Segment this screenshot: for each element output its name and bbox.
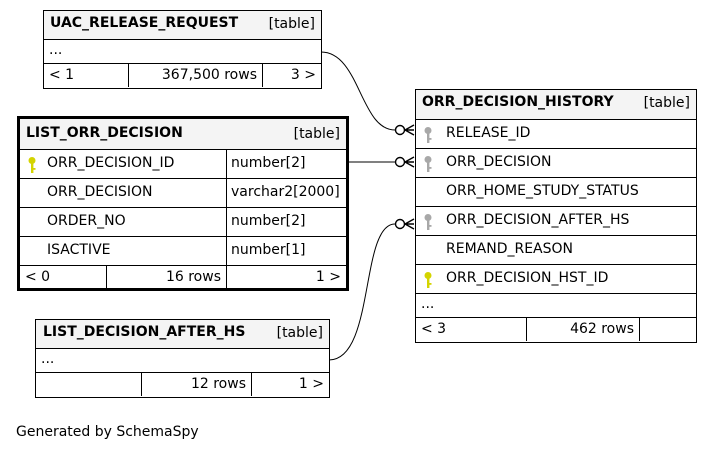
parents-count: < 1	[49, 67, 75, 83]
table-kind: [table]	[643, 95, 690, 111]
table-name: LIST_DECISION_AFTER_HS	[43, 324, 246, 340]
table-kind: [table]	[293, 126, 340, 142]
more-columns: ...	[44, 40, 321, 64]
column-row[interactable]: ISACTIVE number[1]	[20, 237, 346, 266]
table-kind: [table]	[276, 325, 323, 341]
table-kind: [table]	[268, 16, 315, 32]
column-row[interactable]: ORR_DECISION_HST_ID	[416, 265, 696, 294]
table-header: LIST_ORR_DECISION [table]	[20, 119, 346, 150]
column-name: ORR_DECISION	[47, 184, 153, 200]
table-footer: < 0 16 rows 1 >	[20, 266, 346, 288]
column-type: number[2]	[226, 150, 346, 178]
table-list-orr-decision[interactable]: LIST_ORR_DECISION [table] ORR_DECISION_I…	[17, 116, 349, 291]
more-columns: ...	[36, 349, 329, 373]
column-row[interactable]: RELEASE_ID	[416, 120, 696, 149]
column-row[interactable]: ORR_DECISION_ID number[2]	[20, 150, 346, 179]
column-name: ORDER_NO	[47, 213, 126, 229]
table-orr-decision-history[interactable]: ORR_DECISION_HISTORY [table] RELEASE_ID …	[415, 89, 697, 343]
children-count	[639, 318, 696, 341]
table-name: ORR_DECISION_HISTORY	[422, 94, 614, 110]
column-row[interactable]: ORR_DECISION_AFTER_HS	[416, 207, 696, 236]
parents-count: < 0	[25, 269, 51, 285]
parents-count	[36, 373, 141, 396]
row-count: 367,500 rows	[128, 64, 262, 87]
column-name: ORR_DECISION_HST_ID	[446, 270, 609, 286]
children-count: 1 >	[251, 373, 329, 396]
table-name: UAC_RELEASE_REQUEST	[50, 15, 239, 31]
column-name: ORR_HOME_STUDY_STATUS	[446, 183, 639, 199]
column-row[interactable]: REMAND_REASON	[416, 236, 696, 265]
table-uac-release-request[interactable]: UAC_RELEASE_REQUEST [table] ... < 1 367,…	[43, 10, 322, 89]
link-list-decision-after-hs	[328, 223, 396, 361]
foreign-key-icon	[424, 156, 432, 172]
crowfoot-orr-decision-after-hs	[394, 218, 415, 230]
column-type: number[1]	[226, 237, 346, 265]
table-header: ORR_DECISION_HISTORY [table]	[416, 90, 696, 120]
more-columns: ...	[416, 294, 696, 318]
primary-key-icon	[424, 272, 432, 288]
table-list-decision-after-hs[interactable]: LIST_DECISION_AFTER_HS [table] ... 12 ro…	[35, 319, 330, 398]
children-count: 3 >	[262, 64, 321, 87]
foreign-key-icon	[424, 214, 432, 230]
column-row[interactable]: ORDER_NO number[2]	[20, 208, 346, 237]
foreign-key-icon	[424, 127, 432, 143]
column-type: number[2]	[226, 208, 346, 236]
generated-by-label: Generated by SchemaSpy	[16, 424, 199, 440]
column-name: ORR_DECISION_AFTER_HS	[446, 212, 630, 228]
table-footer: 12 rows 1 >	[36, 373, 329, 396]
column-row[interactable]: ORR_DECISION	[416, 149, 696, 178]
row-count: 16 rows	[106, 266, 226, 288]
column-name: RELEASE_ID	[446, 125, 531, 141]
column-name: ORR_DECISION_ID	[47, 155, 175, 171]
column-row[interactable]: ORR_DECISION varchar2[2000]	[20, 179, 346, 208]
parents-count: < 3	[421, 321, 447, 337]
column-name: ISACTIVE	[47, 242, 111, 258]
link-uac-release-request	[320, 51, 396, 131]
row-count: 12 rows	[141, 373, 251, 396]
column-name: REMAND_REASON	[446, 241, 574, 257]
crowfoot-release-id	[394, 124, 415, 136]
column-type: varchar2[2000]	[226, 179, 346, 207]
table-footer: < 3 462 rows	[416, 318, 696, 341]
table-header: UAC_RELEASE_REQUEST [table]	[44, 11, 321, 40]
table-header: LIST_DECISION_AFTER_HS [table]	[36, 320, 329, 349]
crowfoot-orr-decision	[394, 156, 415, 168]
column-row[interactable]: ORR_HOME_STUDY_STATUS	[416, 178, 696, 207]
table-name: LIST_ORR_DECISION	[26, 125, 183, 141]
children-count: 1 >	[226, 266, 346, 288]
table-footer: < 1 367,500 rows 3 >	[44, 64, 321, 87]
column-name: ORR_DECISION	[446, 154, 552, 170]
primary-key-icon	[28, 157, 36, 173]
row-count: 462 rows	[526, 318, 639, 341]
